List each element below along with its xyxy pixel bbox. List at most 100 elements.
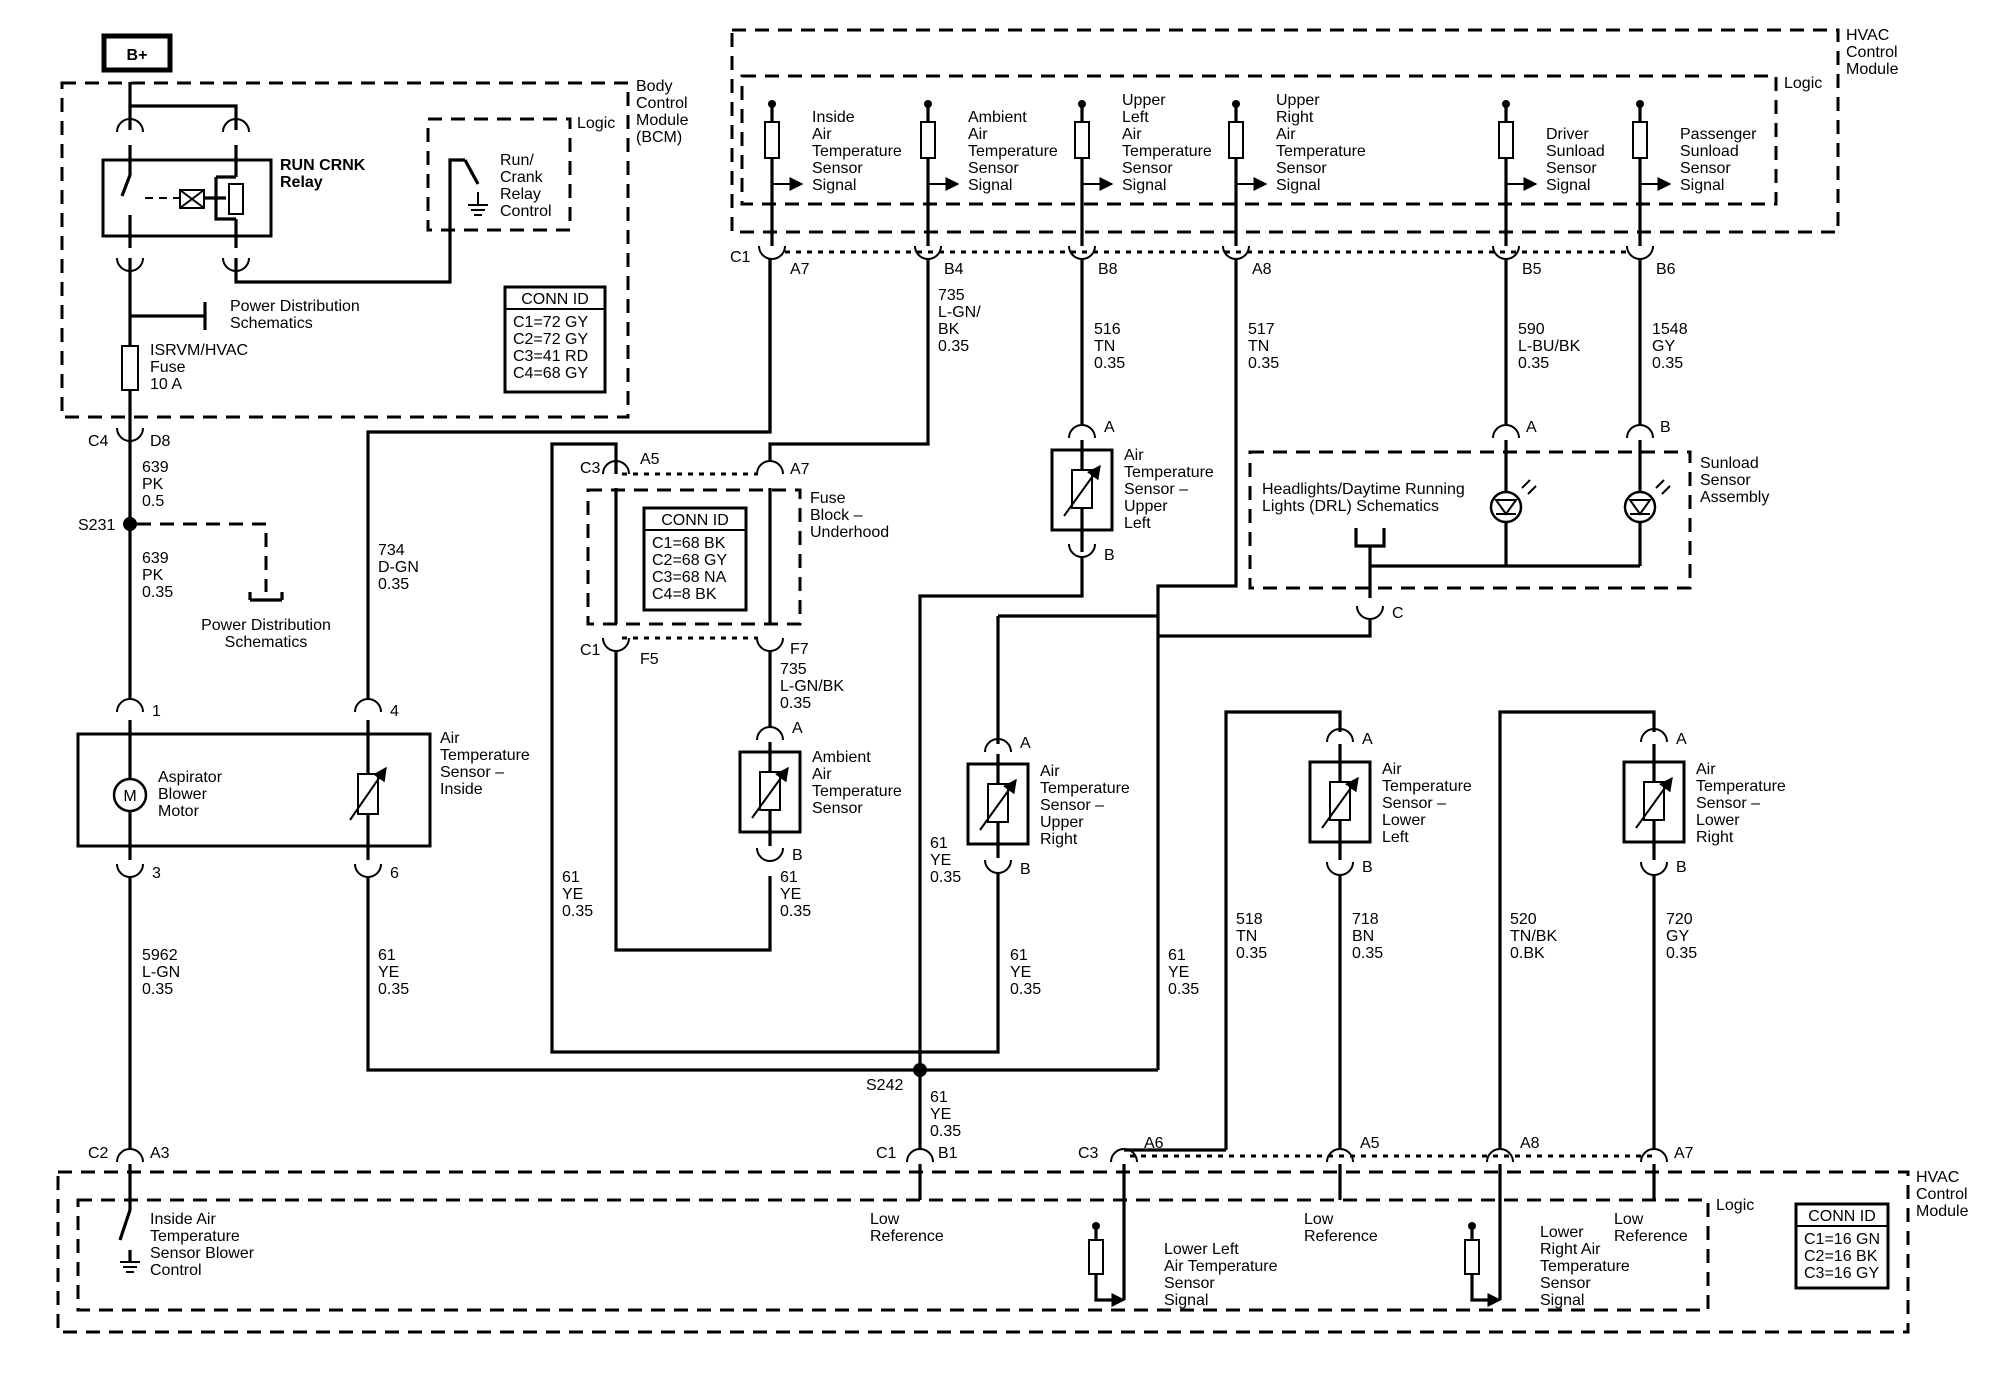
svg-text:Air: Air xyxy=(1040,763,1060,780)
svg-text:Left: Left xyxy=(1382,829,1409,846)
svg-text:HVAC: HVAC xyxy=(1846,27,1889,44)
svg-text:C2=68 GY: C2=68 GY xyxy=(652,552,727,569)
upper-left-sensor-label: Air Temperature Sensor – Upper Left xyxy=(1124,447,1214,532)
svg-text:Sunload: Sunload xyxy=(1680,143,1739,160)
svg-text:520: 520 xyxy=(1510,911,1537,928)
svg-text:Air: Air xyxy=(1124,447,1144,464)
ambient-pin-a: A xyxy=(792,720,803,737)
svg-text:PK: PK xyxy=(142,476,164,493)
svg-text:Lower: Lower xyxy=(1382,812,1426,829)
svg-text:Signal: Signal xyxy=(968,177,1012,194)
svg-text:0.5: 0.5 xyxy=(142,493,164,510)
svg-text:C2=72 GY: C2=72 GY xyxy=(513,331,588,348)
sunload-pin-c: C xyxy=(1392,605,1404,622)
wire-735-lgn-bk-top: 735 L-GN/ BK 0.35 xyxy=(938,287,981,355)
sunload-sensor-assembly: A B Sunload Sensor Assembly Headlights/D… xyxy=(1158,419,1769,638)
wire-61-ye-center: 61 YE 0.35 xyxy=(930,835,961,886)
svg-text:0.35: 0.35 xyxy=(930,1123,961,1140)
low-reference-branch: S242 61 YE 0.35 61 YE 0.35 61 YE 0.35 61… xyxy=(562,835,1199,1150)
svg-text:Sensor: Sensor xyxy=(1546,160,1597,177)
svg-text:61: 61 xyxy=(562,869,580,886)
upper-left-pin-a: A xyxy=(1104,419,1115,436)
splice-s242-label: S242 xyxy=(866,1077,903,1094)
hvac-top-title: HVAC Control Module xyxy=(1846,27,1899,78)
inside-sensor-label: Air Temperature Sensor – Inside xyxy=(440,730,530,798)
hvac-bottom-c3: C3 xyxy=(1078,1145,1099,1162)
hvac-control-module-bottom: Logic HVAC Control Module C2 A3 C1 B1 C3… xyxy=(56,1135,1969,1334)
svg-text:Signal: Signal xyxy=(1546,177,1590,194)
hvac-bottom-a7: A7 xyxy=(1674,1145,1694,1162)
svg-text:TN: TN xyxy=(1248,338,1269,355)
svg-text:Inside: Inside xyxy=(440,781,483,798)
svg-text:(BCM): (BCM) xyxy=(636,129,682,146)
low-reference-3-label: Low Reference xyxy=(1614,1211,1688,1245)
svg-text:0.35: 0.35 xyxy=(1518,355,1549,372)
svg-text:0.35: 0.35 xyxy=(780,903,811,920)
pin-a8-top: A8 xyxy=(1252,261,1272,278)
upper-right-air-temperature-sensor: A Air Temperature Sensor – Upper Right B… xyxy=(920,614,1158,1054)
svg-text:Temperature: Temperature xyxy=(1382,778,1472,795)
hvac-bottom-a5: A5 xyxy=(1360,1135,1380,1152)
lower-left-air-temperature-sensor: A Air Temperature Sensor – Lower Left B … xyxy=(1224,710,1472,1150)
signal-circuit-upper-left: Upper Left Air Temperature Sensor Signal xyxy=(1074,92,1212,246)
svg-text:Inside Air: Inside Air xyxy=(150,1211,216,1228)
pin-d8: D8 xyxy=(150,433,171,450)
hvac-bottom-a8: A8 xyxy=(1520,1135,1540,1152)
svg-text:0.BK: 0.BK xyxy=(1510,945,1545,962)
svg-text:Schematics: Schematics xyxy=(225,634,308,651)
low-reference-1-label: Low Reference xyxy=(870,1211,944,1245)
fuse-block-title: Fuse Block – Underhood xyxy=(810,490,889,541)
upper-right-pin-a: A xyxy=(1020,735,1031,752)
wire-1548-gy: 1548 GY 0.35 xyxy=(1652,321,1688,372)
svg-text:Right: Right xyxy=(1040,831,1078,848)
wire-520-tn-bk: 520 TN/BK 0.BK xyxy=(1510,911,1557,962)
svg-text:639: 639 xyxy=(142,459,169,476)
svg-text:CONN ID: CONN ID xyxy=(661,512,729,529)
svg-text:Sensor –: Sensor – xyxy=(1124,481,1188,498)
svg-text:L-BU/BK: L-BU/BK xyxy=(1518,338,1581,355)
svg-text:Lower: Lower xyxy=(1540,1224,1584,1241)
wire-61-ye-fuse: 61 YE 0.35 xyxy=(562,869,593,920)
svg-text:Temperature: Temperature xyxy=(440,747,530,764)
svg-text:C3=41 RD: C3=41 RD xyxy=(513,348,588,365)
svg-text:B+: B+ xyxy=(127,47,148,64)
svg-text:Temperature: Temperature xyxy=(1040,780,1130,797)
pin-b8-top: B8 xyxy=(1098,261,1118,278)
lower-right-sensor-label: Air Temperature Sensor – Lower Right xyxy=(1696,761,1786,846)
svg-text:0.35: 0.35 xyxy=(1248,355,1279,372)
fuse-block-conn-id-table: CONN ID C1=68 BK C2=68 GY C3=68 NA C4=8 … xyxy=(642,506,748,612)
svg-text:516: 516 xyxy=(1094,321,1121,338)
svg-text:Signal: Signal xyxy=(812,177,856,194)
svg-text:Upper: Upper xyxy=(1122,92,1166,109)
svg-text:Sunload: Sunload xyxy=(1546,143,1605,160)
wire-61-ye-ambient: 61 YE 0.35 xyxy=(780,869,811,920)
svg-text:L-GN: L-GN xyxy=(142,964,180,981)
wire-518-tn: 518 TN 0.35 xyxy=(1236,911,1267,962)
svg-text:Temperature: Temperature xyxy=(812,783,902,800)
svg-text:C3=68 NA: C3=68 NA xyxy=(652,569,727,586)
svg-text:Underhood: Underhood xyxy=(810,524,889,541)
svg-text:Air Temperature: Air Temperature xyxy=(1164,1258,1278,1275)
svg-text:Air: Air xyxy=(812,126,832,143)
svg-text:Sensor: Sensor xyxy=(1680,160,1731,177)
svg-text:Sensor –: Sensor – xyxy=(1696,795,1760,812)
svg-text:Sensor: Sensor xyxy=(1700,472,1751,489)
sunload-pin-b: B xyxy=(1660,419,1671,436)
svg-text:Signal: Signal xyxy=(1164,1292,1208,1309)
svg-text:Left: Left xyxy=(1124,515,1151,532)
splice-s231-label: S231 xyxy=(78,517,115,534)
wire-61-ye-right: 61 YE 0.35 xyxy=(1168,947,1199,998)
svg-text:Run/: Run/ xyxy=(500,152,534,169)
fuse-block-a5: A5 xyxy=(640,451,660,468)
wire-517-tn: 517 TN 0.35 xyxy=(1248,321,1279,372)
svg-text:Air: Air xyxy=(1276,126,1296,143)
svg-text:Control: Control xyxy=(150,1262,202,1279)
svg-text:Aspirator: Aspirator xyxy=(158,769,223,786)
svg-text:Headlights/Daytime Running: Headlights/Daytime Running xyxy=(1262,481,1465,498)
svg-text:Low: Low xyxy=(870,1211,900,1228)
svg-text:0.35: 0.35 xyxy=(1652,355,1683,372)
wire-720-gy: 720 GY 0.35 xyxy=(1666,911,1697,962)
svg-text:735: 735 xyxy=(938,287,965,304)
lower-right-pin-b: B xyxy=(1676,859,1687,876)
